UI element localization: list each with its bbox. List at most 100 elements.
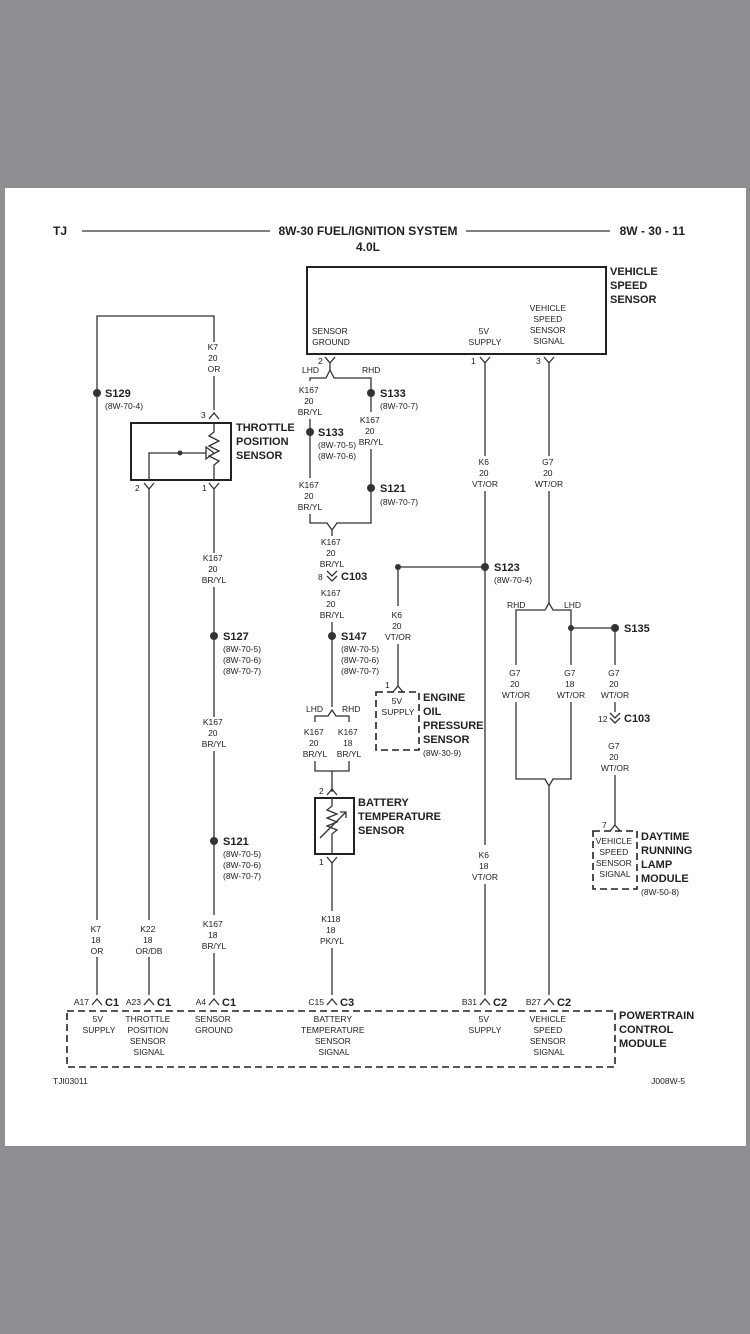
vss-pin-ground-label: SENSOR GROUND [312,326,350,347]
vss-pin-3: 3 [536,356,541,366]
merge-brace [309,519,372,532]
splice-s121b-name: S121 [223,836,249,848]
wire-k118-label: K118 18 PK/YL [320,914,344,946]
wire-k167-c103-label: K167 20 BR/YL [320,588,345,620]
c103-a-name: C103 [341,571,367,583]
splice-s127-dot [210,632,218,640]
connector-v-icon [208,482,220,491]
vss-pin-2: 2 [318,356,323,366]
connector-v-icon [324,356,336,365]
tps-wiper-line [148,452,206,480]
splice-s123-ref: (8W-70-4) [494,575,532,585]
connector-caret-icon [208,997,220,1006]
pcm-conn-c1-b: C1 [157,997,171,1009]
drl-pin-label: VEHICLE SPEED SENSOR SIGNAL [596,836,635,879]
wire-k167-tps-b-label: K167 20 BR/YL [202,717,227,749]
g7-merge-brace [515,776,572,788]
connector-caret-icon [326,997,338,1006]
wire-k22-label: K22 18 OR/DB [136,924,163,956]
tps-pin-3: 3 [201,410,206,420]
bts-pin-2: 2 [319,786,324,796]
vss-pin-signal-label: VEHICLE SPEED SENSOR SIGNAL [530,303,569,346]
label-rhd-g7: RHD [507,600,525,610]
pcm-pin-b27: B27 [526,997,541,1007]
splice-s121a-ref: (8W-70-7) [380,497,418,507]
schematic-sheet: TJ 8W-30 FUEL/IGNITION SYSTEM 4.0L 8W - … [5,188,746,1146]
wire-k7-top-label: K7 20 OR [208,342,221,374]
wire-k6-eop [397,566,485,606]
vehicle-speed-sensor-box [306,266,607,355]
connector-caret-icon [392,684,404,693]
splice-s133a-dot [367,389,375,397]
splice-s147-ref: (8W-70-5) (8W-70-6) (8W-70-7) [341,644,381,676]
splice-s133b-ref: (8W-70-5) (8W-70-6) [318,440,358,461]
splice-s133b-dot [306,428,314,436]
splice-s133b-name: S133 [318,427,344,439]
bts-join-brace [314,761,350,772]
label-rhd: RHD [362,365,380,375]
drl-ref: (8W-50-8) [641,887,679,897]
wire-k6-eop-label: K6 20 VT/OR [385,610,411,642]
wire-k167-lhd-b-label: K167 20 BR/YL [298,480,323,512]
wire-g7-lhd-label: G7 18 WT/OR [557,668,585,700]
drl-module-box [592,830,638,890]
footer-right: J008W-5 [651,1076,685,1086]
pcm-pin-a23: A23 [126,997,141,1007]
splice-s129-name: S129 [105,388,131,400]
pcm-pin-b27-label: VEHICLE SPEED SENSOR SIGNAL [530,1014,569,1057]
footer-left: TJI03011 [53,1076,88,1086]
splice-s121b-ref: (8W-70-5) (8W-70-6) (8W-70-7) [223,849,263,881]
connector-caret-icon [208,411,220,420]
wire-g7-c103-label: G7 20 WT/OR [601,741,629,773]
eop-pin-1: 1 [385,680,390,690]
throttle-position-sensor-box [130,422,232,481]
connector-double-v-icon [326,570,338,577]
header-title: 8W-30 FUEL/IGNITION SYSTEM [278,224,457,238]
potentiometer-icon [207,423,221,480]
splice-s129-ref: (8W-70-4) [105,401,143,411]
connector-v-icon [143,482,155,491]
splice-s147-dot [328,632,336,640]
label-lhd-g7: LHD [564,600,581,610]
eop-name: ENGINE OIL PRESSURE SENSOR [423,692,487,746]
splice-s133a-name: S133 [380,388,406,400]
tps-name: THROTTLE POSITION SENSOR [236,422,298,462]
wire-g7-rhd-label: G7 20 WT/OR [502,668,530,700]
wiring-diagram: TJ 8W-30 FUEL/IGNITION SYSTEM 4.0L 8W - … [53,224,694,1086]
c103-pin-12: 12 [598,714,608,724]
wire-k167-rhd-a-label: K167 20 BR/YL [359,415,384,447]
wire-junction-dot [395,564,401,570]
pcm-pin-a17-label: 5V SUPPLY [83,1014,116,1035]
connector-caret-icon [543,997,555,1006]
wire-k167-tps-c-label: K167 18 BR/YL [202,919,227,951]
splice-s133a-ref: (8W-70-7) [380,401,418,411]
wire-k7 [96,315,215,995]
bts-pin-1: 1 [319,857,324,867]
tps-wiper-junction [177,450,183,456]
splice-s121a-dot [367,484,375,492]
thermistor-arrowhead-icon [340,811,347,818]
splice-s129-dot [93,389,101,397]
connector-caret-icon [143,997,155,1006]
pcm-pin-a4: A4 [196,997,207,1007]
wire-k7-bottom-label: K7 18 OR [91,924,104,956]
pcm-pin-c15-label: BATTERY TEMPERATURE SENSOR SIGNAL [301,1014,367,1057]
pcm-box [66,1010,616,1068]
splice-s123-name: S123 [494,562,520,574]
connector-v-icon [543,356,555,365]
splice-s127-name: S127 [223,631,249,643]
pcm-conn-c1-c: C1 [222,997,236,1009]
pcm-conn-c1-a: C1 [105,997,119,1009]
pcm-pin-b31-label: 5V SUPPLY [469,1014,502,1035]
wire-k167-lhd-a-label: K167 20 BR/YL [298,385,323,417]
pcm-pin-c15: C15 [308,997,324,1007]
wire-g7-top-label: G7 20 WT/OR [535,457,563,489]
header-subtitle: 4.0L [356,240,380,254]
wire-k167-rhd-c-label: K167 18 BR/YL [337,727,362,759]
lhd-rhd-brace-bts [314,708,350,722]
splice-s121a-name: S121 [380,483,406,495]
vss-pin-supply-label: 5V SUPPLY [469,326,502,347]
pcm-conn-c2-b: C2 [557,997,571,1009]
label-rhd-bts: RHD [342,704,360,714]
pcm-pin-a23-label: THROTTLE POSITION SENSOR SIGNAL [125,1014,172,1057]
